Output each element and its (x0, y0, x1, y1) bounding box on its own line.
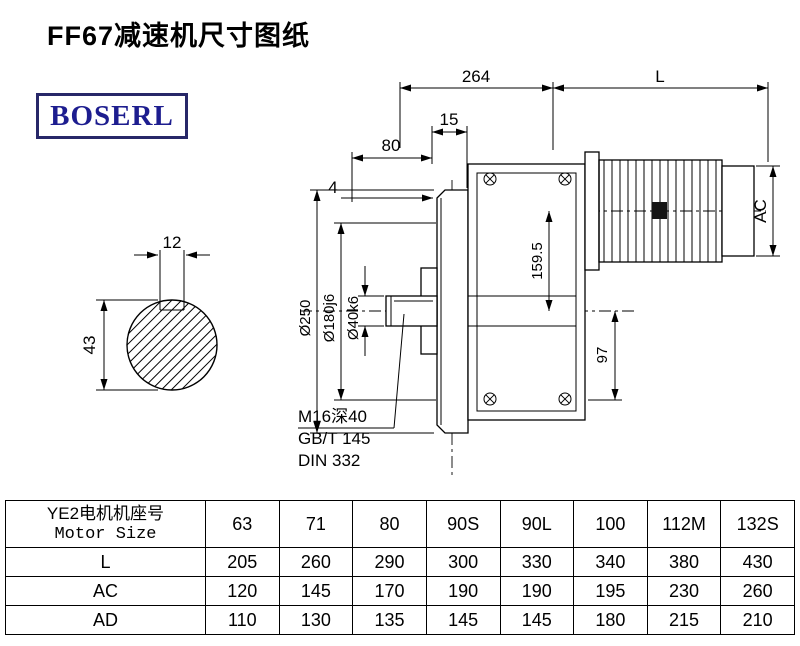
dim-43-label: 43 (80, 336, 99, 355)
reducer-dimension-drawing: 12 43 (80, 67, 780, 476)
table-cell: 130 (278, 605, 354, 635)
table-cell: 430 (720, 547, 795, 577)
table-cell: 290 (352, 547, 427, 577)
table-cell: 145 (278, 576, 354, 606)
table-cell: 210 (720, 605, 795, 635)
table-cell: 195 (573, 576, 648, 606)
table-cell: 230 (646, 576, 722, 606)
table-cell: 190 (499, 576, 575, 606)
dim-80-label: 80 (382, 136, 401, 155)
dim-264-label: 264 (462, 67, 490, 86)
table-cell: 340 (573, 547, 648, 577)
dim-43: 43 (80, 299, 158, 391)
tap-note-line3: DIN 332 (298, 451, 360, 470)
column-header: 71 (278, 500, 354, 548)
dim-AC-label: AC (751, 199, 770, 223)
output-flange (436, 189, 469, 434)
table-cell: 120 (205, 576, 280, 606)
table-cell: 110 (205, 605, 280, 635)
table-cell: 135 (352, 605, 427, 635)
bolt-symbol (558, 392, 572, 406)
dim-159-5-label: 159.5 (529, 242, 546, 280)
column-header: 90S (425, 500, 501, 548)
table-cell: 145 (499, 605, 575, 635)
motor-nameplate (652, 202, 667, 219)
bolt-symbol (483, 172, 497, 186)
table-header-motor-size: YE2电机机座号 Motor Size (5, 500, 206, 548)
shaft-cross-section (126, 250, 218, 391)
dim-97: 97 (588, 311, 622, 401)
header-line1: YE2电机机座号 (46, 504, 165, 523)
gear-housing (467, 163, 586, 421)
table-cell: 180 (573, 605, 648, 635)
dim-159-5: 159.5 (529, 211, 553, 311)
table-cell: 260 (720, 576, 795, 606)
dia-180-label: Ø180j6 (321, 294, 338, 342)
column-header: 100 (573, 500, 648, 548)
table-cell: 260 (278, 547, 354, 577)
column-header: 80 (352, 500, 427, 548)
dia-180: Ø180j6 (321, 222, 436, 401)
tap-hole-note: M16深40 GB/T 145 DIN 332 (298, 313, 405, 470)
dim-4: 4 (328, 178, 433, 202)
table-cell: 380 (646, 547, 722, 577)
table-cell: 215 (646, 605, 722, 635)
column-header: 90L (499, 500, 575, 548)
dia-40: Ø40k6 (345, 266, 384, 356)
bolt-symbol (558, 172, 572, 186)
dim-L: L (553, 67, 769, 162)
dia-250: Ø250 (297, 189, 434, 434)
dim-AC: AC (751, 165, 780, 257)
dim-15-label: 15 (440, 110, 459, 129)
table-cell: 205 (205, 547, 280, 577)
table-cell: 145 (425, 605, 501, 635)
row-label: L (5, 547, 206, 577)
column-header: 132S (720, 500, 795, 548)
tap-note-line1: M16深40 (298, 407, 367, 426)
dim-80: 80 (351, 136, 432, 202)
column-header: 63 (205, 500, 280, 548)
table-cell: 190 (425, 576, 501, 606)
dia-250-label: Ø250 (297, 300, 314, 337)
dim-15: 15 (431, 110, 468, 188)
motor-adapter-flange (584, 151, 600, 271)
header-line2: Motor Size (54, 525, 157, 544)
table-cell: 300 (425, 547, 501, 577)
motor-size-table: YE2电机机座号 Motor Size 63 71 80 90S 90L 100… (5, 500, 795, 635)
column-header: 112M (646, 500, 722, 548)
reducer-side-view (300, 151, 766, 476)
dia-40-label: Ø40k6 (345, 296, 362, 340)
page-title: FF67减速机尺寸图纸 (47, 21, 311, 51)
bolt-symbol (483, 392, 497, 406)
table-row-L: L 205 260 290 300 330 340 380 430 (5, 547, 795, 577)
fan-cover (721, 165, 755, 257)
table-cell: 170 (352, 576, 427, 606)
table-cell: 330 (499, 547, 575, 577)
table-row-AC: AC 120 145 170 190 190 195 230 260 (5, 576, 795, 606)
dim-4-label: 4 (328, 178, 337, 197)
row-label: AC (5, 576, 206, 606)
brand-logo: BOSERL (36, 93, 188, 139)
dim-12: 12 (134, 233, 210, 259)
dim-12-label: 12 (163, 233, 182, 252)
row-label: AD (5, 605, 206, 635)
table-header-row: YE2电机机座号 Motor Size 63 71 80 90S 90L 100… (5, 500, 795, 548)
dim-L-label: L (655, 67, 664, 86)
dim-97-label: 97 (594, 347, 611, 364)
table-row-AD: AD 110 130 135 145 145 180 215 210 (5, 605, 795, 635)
tap-note-line2: GB/T 145 (298, 429, 370, 448)
dim-264: 264 (399, 67, 554, 150)
